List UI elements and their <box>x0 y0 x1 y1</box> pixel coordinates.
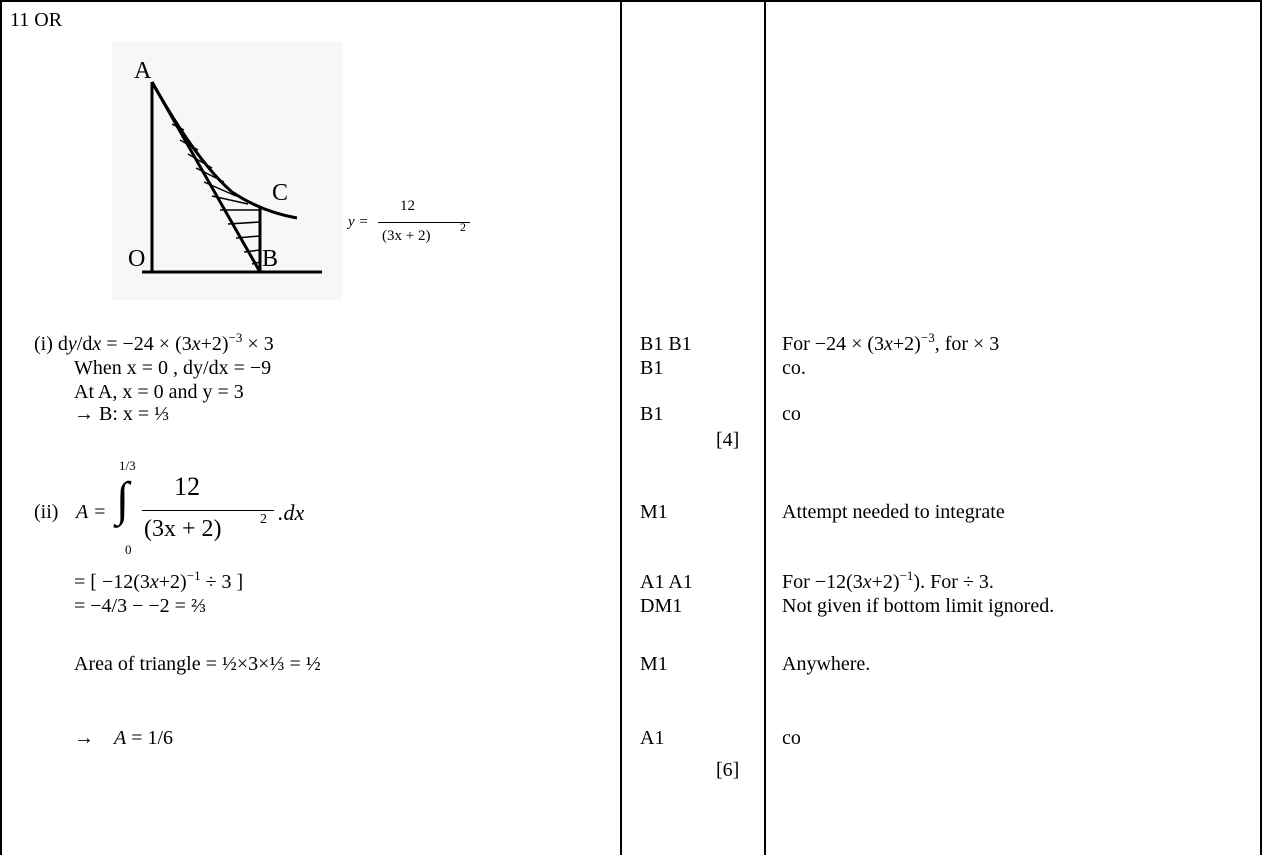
sketch-figure: A C O B <box>112 42 342 300</box>
integrand-denominator-exponent: 2 <box>260 512 267 527</box>
integrand-dx: .dx <box>278 500 305 525</box>
part-i-note-3: co <box>782 403 801 425</box>
label-a: A <box>134 58 152 84</box>
label-b: B <box>262 246 278 272</box>
part-i-total: [4] <box>716 429 740 451</box>
part-i-line-1: (i) dy/dx = −24 × (3x+2)−3 × 3 <box>34 330 274 355</box>
part-ii-integral: (ii) A = 1/3 ∫ 0 12 (3x + 2) 2 .dx <box>34 458 454 570</box>
part-ii-line-2: = [ −12(3x+2)−1 ÷ 3 ] <box>74 568 244 593</box>
column-divider-marks <box>620 0 622 855</box>
part-ii-mark-4: M1 <box>640 653 668 675</box>
eq-denominator: (3x + 2) <box>382 228 431 244</box>
part-ii-mark-1: M1 <box>640 501 668 523</box>
table-left-border <box>0 0 2 855</box>
integral-lower-limit: 0 <box>125 542 132 557</box>
label-o: O <box>128 246 145 272</box>
part-i-mark-1: B1 B1 <box>640 333 692 355</box>
eq-fraction-bar <box>378 222 470 223</box>
eq-lhs: y = <box>348 214 369 230</box>
part-ii-line-3: = −4/3 − −2 = ⅔ <box>74 595 206 617</box>
part-ii-line-4: Area of triangle = ½×3×⅓ = ½ <box>74 653 321 675</box>
part-ii-mark-2: A1 A1 <box>640 571 693 593</box>
part-ii-mark-3: DM1 <box>640 595 683 617</box>
part-ii-note-4: Anywhere. <box>782 653 871 675</box>
column-divider-notes <box>764 0 766 855</box>
part-ii-note-3: Not given if bottom limit ignored. <box>782 595 1055 617</box>
part-ii-note-1: Attempt needed to integrate <box>782 501 1005 523</box>
table-right-border <box>1260 0 1262 855</box>
curve-path <box>150 81 298 220</box>
part-i-note-1: For −24 × (3x+2)−3, for × 3 <box>782 330 1000 355</box>
part-i-line-2: When x = 0 , dy/dx = −9 <box>74 357 272 379</box>
part-i-mark-2: B1 <box>640 357 664 379</box>
part-ii-line-5: → A = 1/6 <box>74 727 174 749</box>
part-i-line-3: At A, x = 0 and y = 3 <box>74 381 244 403</box>
label-c: C <box>272 180 288 206</box>
integrand-denominator: (3x + 2) <box>144 516 222 542</box>
integrand-fraction-bar <box>142 510 274 511</box>
integral-upper-limit: 1/3 <box>119 458 136 473</box>
part-i-line-4: → B: x = ⅓ <box>74 403 170 425</box>
question-number: 11 OR <box>10 9 63 31</box>
part-i-note-2: co. <box>782 357 806 379</box>
eq-numerator: 12 <box>400 198 415 214</box>
part-ii-mark-5: A1 <box>640 727 665 749</box>
part-ii-label: (ii) <box>34 501 59 523</box>
part-ii-note-5: co <box>782 727 801 749</box>
eq-exponent: 2 <box>460 220 466 234</box>
integrand-numerator: 12 <box>174 472 200 501</box>
table-top-border <box>0 0 1262 2</box>
part-ii-total: [6] <box>716 759 740 781</box>
figure-background <box>112 42 342 300</box>
part-ii-note-2: For −12(3x+2)−1). For ÷ 3. <box>782 568 994 593</box>
part-i-mark-3: B1 <box>640 403 664 425</box>
shaded-region-hatching <box>171 123 261 265</box>
curve-equation: y = 12 (3x + 2) 2 <box>348 198 470 248</box>
part-ii-a-eq: A = <box>76 501 107 523</box>
integral-sign: ∫ <box>116 473 130 526</box>
